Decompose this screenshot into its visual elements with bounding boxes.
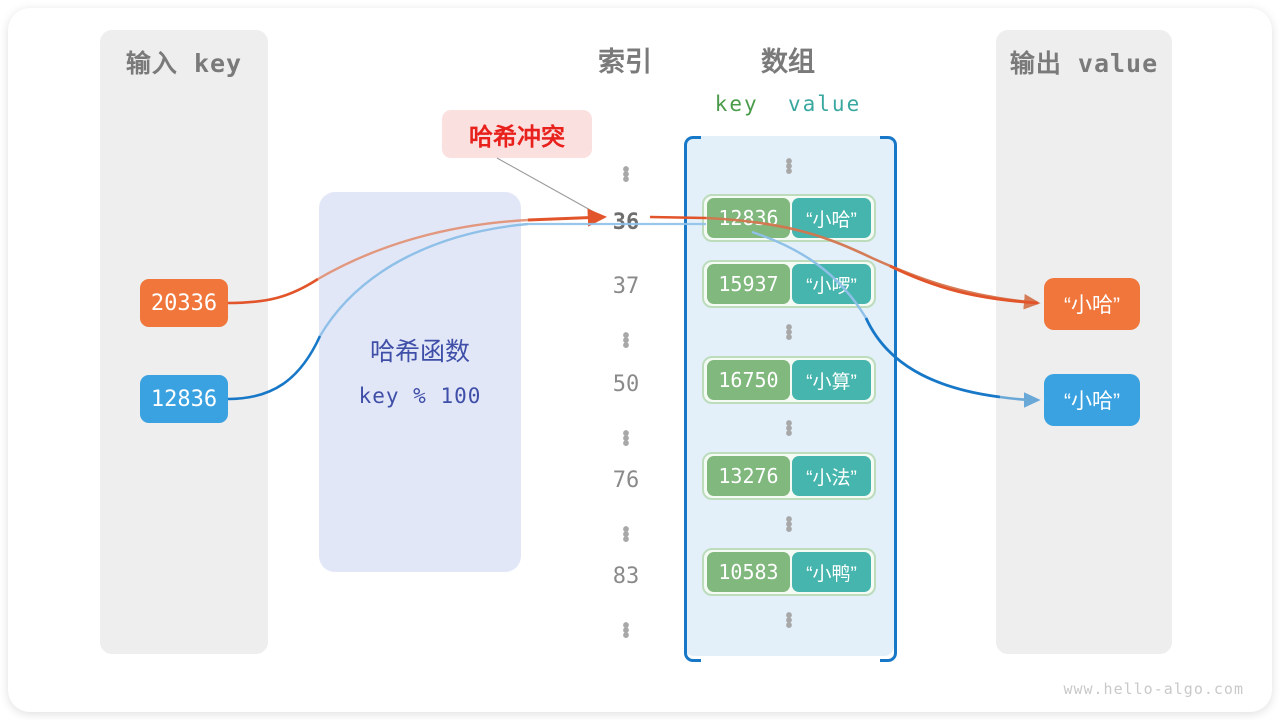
array-ellipsis: •••: [785, 317, 793, 349]
entry-value: “小算”: [791, 360, 871, 400]
value-header-label: value: [788, 92, 862, 116]
array-ellipsis: •••: [785, 509, 793, 541]
entry-value: “小鸭”: [791, 552, 871, 592]
output-value-chip-0[interactable]: “小哈”: [1044, 278, 1140, 330]
flow-orange-out-strong: [889, 264, 1039, 305]
index-ellipsis: •••: [622, 519, 630, 551]
collision-leader-line: [496, 157, 602, 217]
array-entry[interactable]: 16750“小算”: [702, 356, 876, 404]
array-column-title: 数组: [761, 47, 815, 77]
flow-blue-through: [318, 222, 529, 337]
input-key-chip-0[interactable]: 20336: [140, 279, 228, 327]
array-entry[interactable]: 15937“小啰”: [702, 260, 876, 308]
entry-key: 16750: [707, 360, 790, 400]
output-panel-title: 输出 value: [1009, 49, 1159, 78]
watermark: www.hello-algo.com: [1063, 680, 1244, 698]
index-ellipsis: •••: [622, 423, 630, 455]
flow-blue-out-tip: [999, 392, 1041, 408]
hash-function-panel: 哈希函数 key % 100: [319, 192, 521, 572]
index-ellipsis: •••: [622, 325, 630, 357]
entry-value: “小啰”: [791, 264, 871, 304]
input-panel-title: 输入 key: [125, 49, 243, 78]
array-entry[interactable]: 13276“小法”: [702, 452, 876, 500]
key-value-header: key value: [688, 92, 888, 116]
output-value-panel: 输出 value: [996, 30, 1172, 654]
input-key-panel: 输入 key: [100, 30, 268, 654]
key-header-label: key: [714, 92, 759, 116]
array-ellipsis: •••: [785, 413, 793, 445]
entry-key: 15937: [707, 264, 790, 304]
index-label-76: 76: [612, 468, 640, 493]
flow-orange-through: [317, 218, 529, 281]
index-column-title: 索引: [598, 47, 652, 77]
flow-orange-index-to-cell: [649, 215, 707, 220]
index-column: ••• 36 37 ••• 50 ••• 76 ••• 83 •••: [588, 140, 664, 652]
flow-orange-out: [705, 216, 1041, 310]
flow-blue-out: [864, 317, 1001, 399]
entry-value: “小法”: [791, 456, 871, 496]
array-ellipsis: •••: [785, 151, 793, 183]
array-ellipsis: •••: [785, 605, 793, 637]
hash-function-expression: key % 100: [358, 384, 482, 408]
array-bracket-right: [880, 136, 897, 662]
flow-orange-in: [227, 277, 319, 305]
index-ellipsis: •••: [622, 159, 630, 191]
flow-blue-in: [227, 335, 322, 401]
index-label-50: 50: [612, 372, 640, 397]
index-ellipsis: •••: [622, 615, 630, 647]
flow-blue-cell-down: [751, 230, 868, 319]
input-key-chip-1[interactable]: 12836: [140, 375, 228, 423]
entry-key: 13276: [707, 456, 790, 496]
array-bracket-left: [684, 136, 701, 662]
entry-key: 10583: [707, 552, 790, 592]
output-value-chip-1[interactable]: “小哈”: [1044, 374, 1140, 426]
index-label-83: 83: [612, 564, 640, 589]
hash-function-title: 哈希函数: [369, 338, 470, 366]
hash-collision-label: 哈希冲突: [442, 110, 592, 158]
index-label-36: 36: [612, 210, 640, 235]
array-entry[interactable]: 10583“小鸭”: [702, 548, 876, 596]
flow-orange-to-index: [527, 208, 607, 227]
index-label-37: 37: [612, 274, 640, 299]
